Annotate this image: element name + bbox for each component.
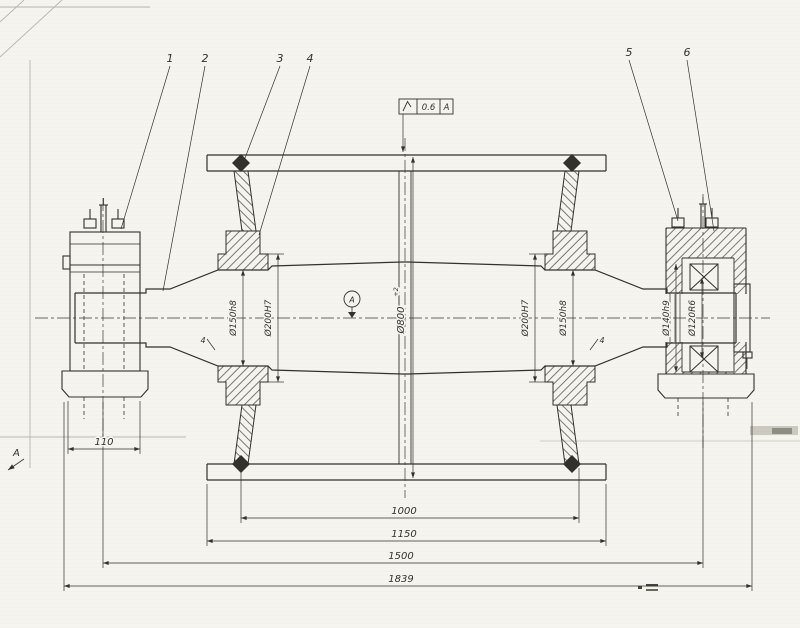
dim-bearing-span: 1500 (388, 551, 413, 562)
weld-size-callouts: 4 4 (199, 335, 606, 351)
dim-drum-dia: Ø800 (395, 307, 407, 335)
finish-datum-ref: A (443, 103, 450, 113)
scan-smudges (638, 426, 798, 591)
dim-drum-tolerance: +2 (392, 287, 400, 297)
cap-bolt (742, 351, 753, 359)
housing-side-boss (62, 255, 71, 270)
finish-value: 0.6 (422, 103, 436, 113)
housing-bolt-nut (671, 217, 685, 228)
datum-triangle-icon (348, 312, 356, 318)
housing-bolt-nut (111, 218, 125, 229)
view-letter: A (12, 448, 20, 459)
dim-shell-length: 1150 (391, 529, 416, 540)
weld-beads (232, 154, 581, 473)
end-disks (233, 170, 580, 465)
end-disk-right-bottom (556, 404, 580, 465)
diameter-dimensions: Ø150h8 Ø200H7 Ø800 +2 Ø200H7 Ø150h8 Ø140… (227, 157, 705, 478)
dim-hub-span: 1000 (391, 506, 416, 517)
weld-size-right: 4 (599, 336, 604, 345)
dim-left-hub-bore: Ø200H7 (263, 299, 274, 337)
callout-6: 6 (684, 46, 691, 59)
callout-5: 5 (626, 46, 633, 59)
callout-2: 2 (202, 52, 209, 65)
dim-housing-bore: Ø140h9 (661, 300, 672, 337)
sheet-frame-artifacts (0, 0, 800, 468)
callout-3: 3 (277, 52, 284, 65)
dim-base-width: 110 (94, 437, 113, 448)
housing-base (657, 373, 755, 399)
housing-bolt-nut (83, 218, 97, 229)
datum-letter: A (348, 296, 354, 305)
view-direction-arrow-icon (7, 458, 25, 471)
callout-4: 4 (307, 52, 314, 65)
hub-right-top (544, 230, 596, 271)
view-a-arrow: A (7, 448, 25, 471)
dim-overall-length: 1839 (388, 574, 413, 585)
right-bearing-housing (657, 197, 755, 416)
end-disk-left-top (233, 170, 257, 232)
left-bearing-housing (61, 198, 149, 419)
hub-right-bottom (544, 365, 596, 406)
length-dimensions (63, 401, 753, 591)
end-disk-left-bottom (233, 404, 257, 465)
dim-journal-dia: Ø120R6 (687, 300, 698, 338)
hubs (217, 230, 596, 406)
part-callouts: 1 2 3 4 5 6 (120, 46, 715, 292)
surface-finish-spec: 0.6 A (398, 98, 454, 152)
end-disk-right-top (556, 170, 580, 232)
housing-base (61, 370, 149, 398)
dim-right-hub-bore: Ø200H7 (520, 299, 531, 337)
weld-size-left: 4 (200, 336, 205, 345)
length-dimension-labels: 110 1000 1150 1500 1839 (93, 436, 418, 587)
hub-left-top (217, 230, 269, 271)
hub-left-bottom (217, 365, 269, 406)
dim-left-shaft-dia: Ø150h8 (228, 300, 239, 337)
roughness-icon (402, 100, 412, 112)
dim-right-shaft-dia: Ø150h8 (558, 300, 569, 337)
datum-a-flag: A (343, 290, 361, 318)
callout-1: 1 (167, 52, 174, 65)
